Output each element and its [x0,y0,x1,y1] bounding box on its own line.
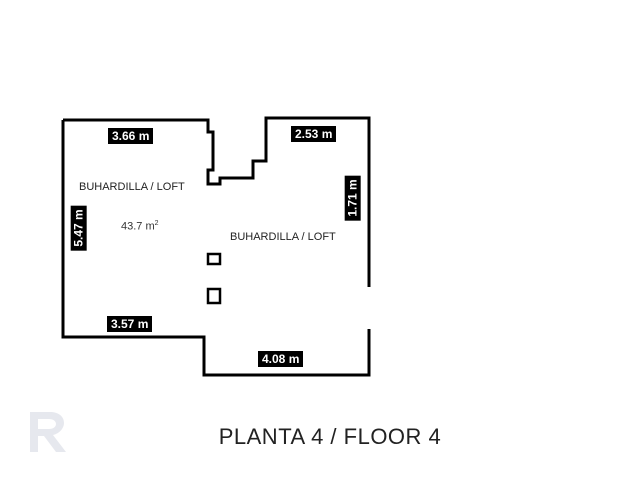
dimension-right: 1.71 m [344,175,361,221]
logo-watermark-icon [30,412,66,452]
dimension-top-right: 2.53 m [291,126,337,142]
area-label: 43.7 m2 [121,220,159,233]
outer-wall-outline [63,116,371,287]
dimension-left: 5.47 m [70,205,87,251]
room-label-loft-right: BUHARDILLA / LOFT [230,231,336,243]
room-label-loft-left: BUHARDILLA / LOFT [79,181,185,193]
dimension-bottom-left: 3.57 m [107,316,153,332]
floor-title: PLANTA 4 / FLOOR 4 [218,424,442,449]
column-marker [206,287,222,305]
dimension-bottom-right: 4.08 m [258,351,304,367]
area-value: 43.7 m [121,220,155,233]
column-marker [206,252,222,266]
outer-wall-lower [61,120,371,377]
area-unit-superscript: 2 [154,220,159,227]
dimension-top-left: 3.66 m [108,128,154,144]
